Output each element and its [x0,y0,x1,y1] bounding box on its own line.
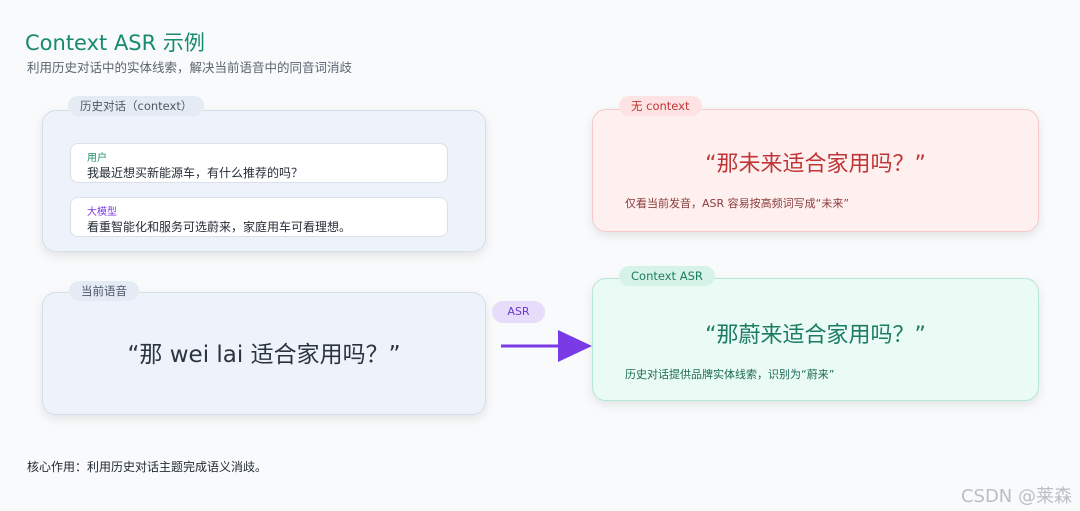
arrow-right-icon [501,330,592,362]
current-speech-tag: 当前语音 [69,281,139,301]
no-context-quote: “那未来适合家用吗？” [705,152,926,177]
asr-label: ASR [492,301,545,323]
context-asr-tag: Context ASR [619,266,715,286]
assistant-message-bubble: 大模型 看重智能化和服务可选蔚来，家庭用车可看理想。 [70,197,448,237]
page-subtitle: 利用历史对话中的实体线索，解决当前语音中的同音词消歧 [27,60,353,75]
context-asr-card: “那蔚来适合家用吗？” 历史对话提供品牌实体线索，识别为“蔚来” [592,278,1039,401]
assistant-message-text: 看重智能化和服务可选蔚来，家庭用车可看理想。 [87,220,352,234]
no-context-card: “那未来适合家用吗？” 仅看当前发音，ASR 容易按高频词写成“未来” [592,109,1039,232]
context-asr-quote: “那蔚来适合家用吗？” [705,323,926,348]
user-message-bubble: 用户 我最近想买新能源车，有什么推荐的吗？ [70,143,448,183]
assistant-role-label: 大模型 [87,207,117,218]
watermark: CSDN @莱森 [960,486,1072,507]
no-context-tag: 无 context [619,96,702,116]
current-speech-card: “那 wei lai 适合家用吗？” [42,292,486,415]
context-asr-note: 历史对话提供品牌实体线索，识别为“蔚来” [625,368,835,381]
history-tag: 历史对话（context） [68,96,205,116]
history-card: 用户 我最近想买新能源车，有什么推荐的吗？ 大模型 看重智能化和服务可选蔚来，家… [42,110,486,252]
no-context-note: 仅看当前发音，ASR 容易按高频词写成“未来” [625,197,850,210]
user-role-label: 用户 [87,153,107,164]
page-title: Context ASR 示例 [25,31,205,55]
footer-summary: 核心作用：利用历史对话主题完成语义消歧。 [27,460,268,474]
current-speech-quote: “那 wei lai 适合家用吗？” [127,342,401,368]
user-message-text: 我最近想买新能源车，有什么推荐的吗？ [87,166,304,180]
